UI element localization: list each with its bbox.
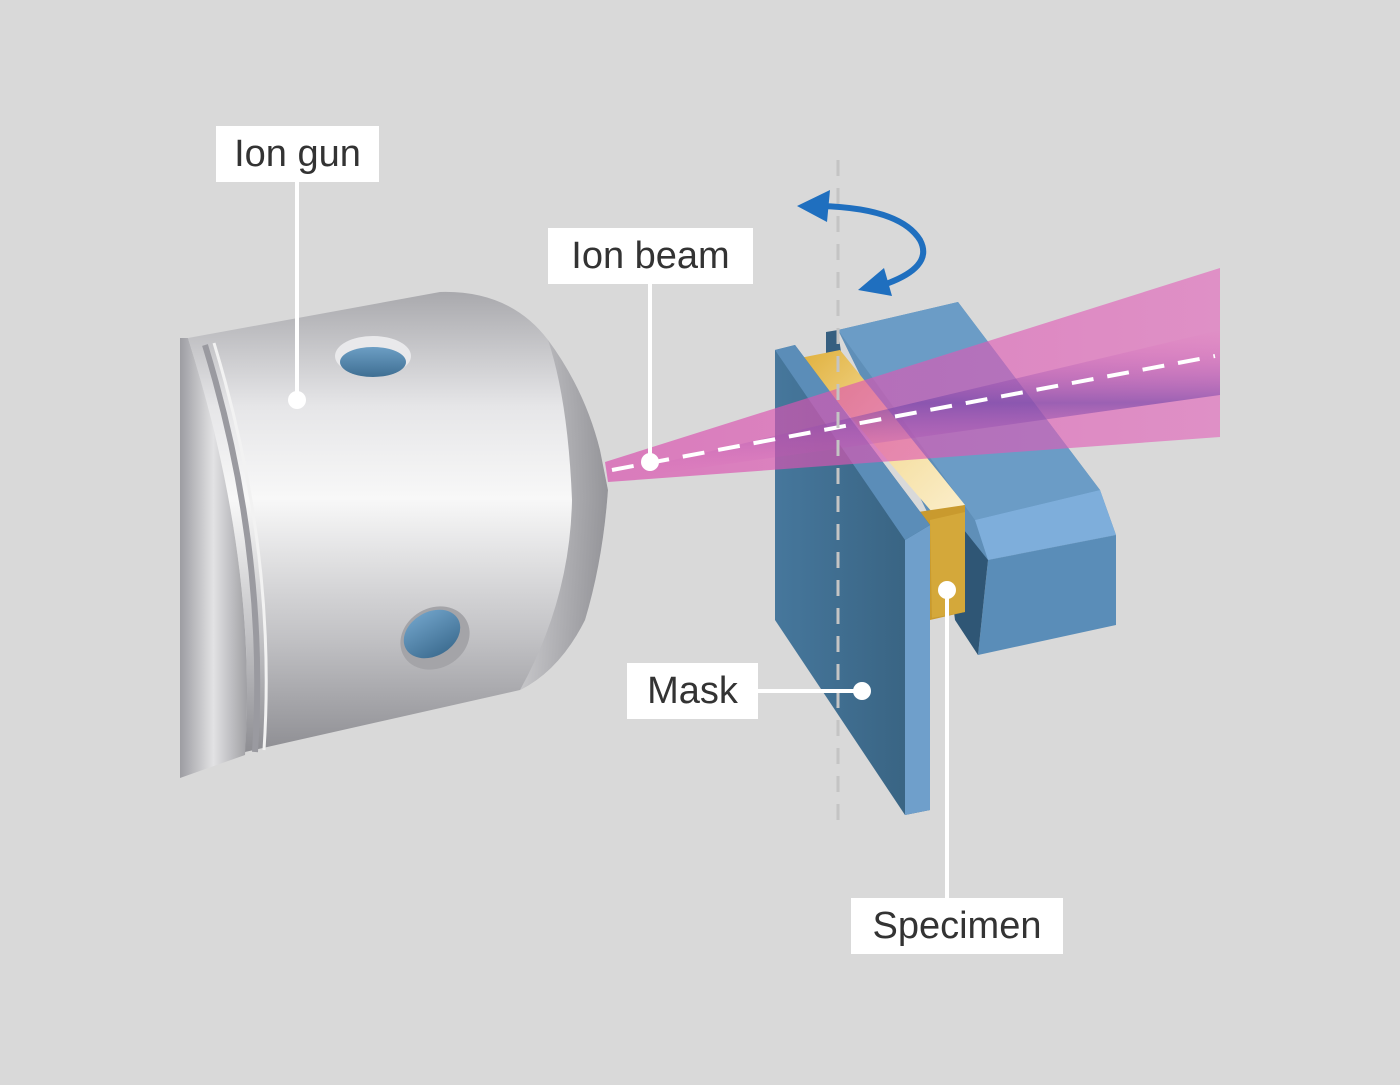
ion-gun-groove-highlight [212, 342, 268, 751]
ion-gun [180, 291, 608, 778]
ion-beam-cone [605, 268, 1220, 482]
ion-gun-nose [520, 340, 608, 690]
ion-gun-back-rim [180, 338, 248, 778]
gun-hole-bottom [403, 609, 461, 659]
mask-label: Mask [627, 663, 758, 719]
ion-gun-dot [288, 391, 306, 409]
ion-gun-label: Ion gun [216, 126, 379, 182]
mask-edge [905, 525, 930, 815]
ion-beam-core [640, 330, 1220, 476]
ion-beam [605, 268, 1220, 482]
curved-double-arrow-icon [797, 190, 927, 296]
specimen-dot [938, 581, 956, 599]
specimen-label: Specimen [851, 898, 1063, 954]
ion-beam-axis [611, 354, 1216, 472]
leader-lines [288, 182, 956, 898]
ion-beam-label: Ion beam [548, 228, 753, 284]
gun-hole-top [340, 347, 406, 377]
ion-gun-groove [202, 344, 261, 753]
mask-dot [853, 682, 871, 700]
ion-beam-dot [641, 453, 659, 471]
